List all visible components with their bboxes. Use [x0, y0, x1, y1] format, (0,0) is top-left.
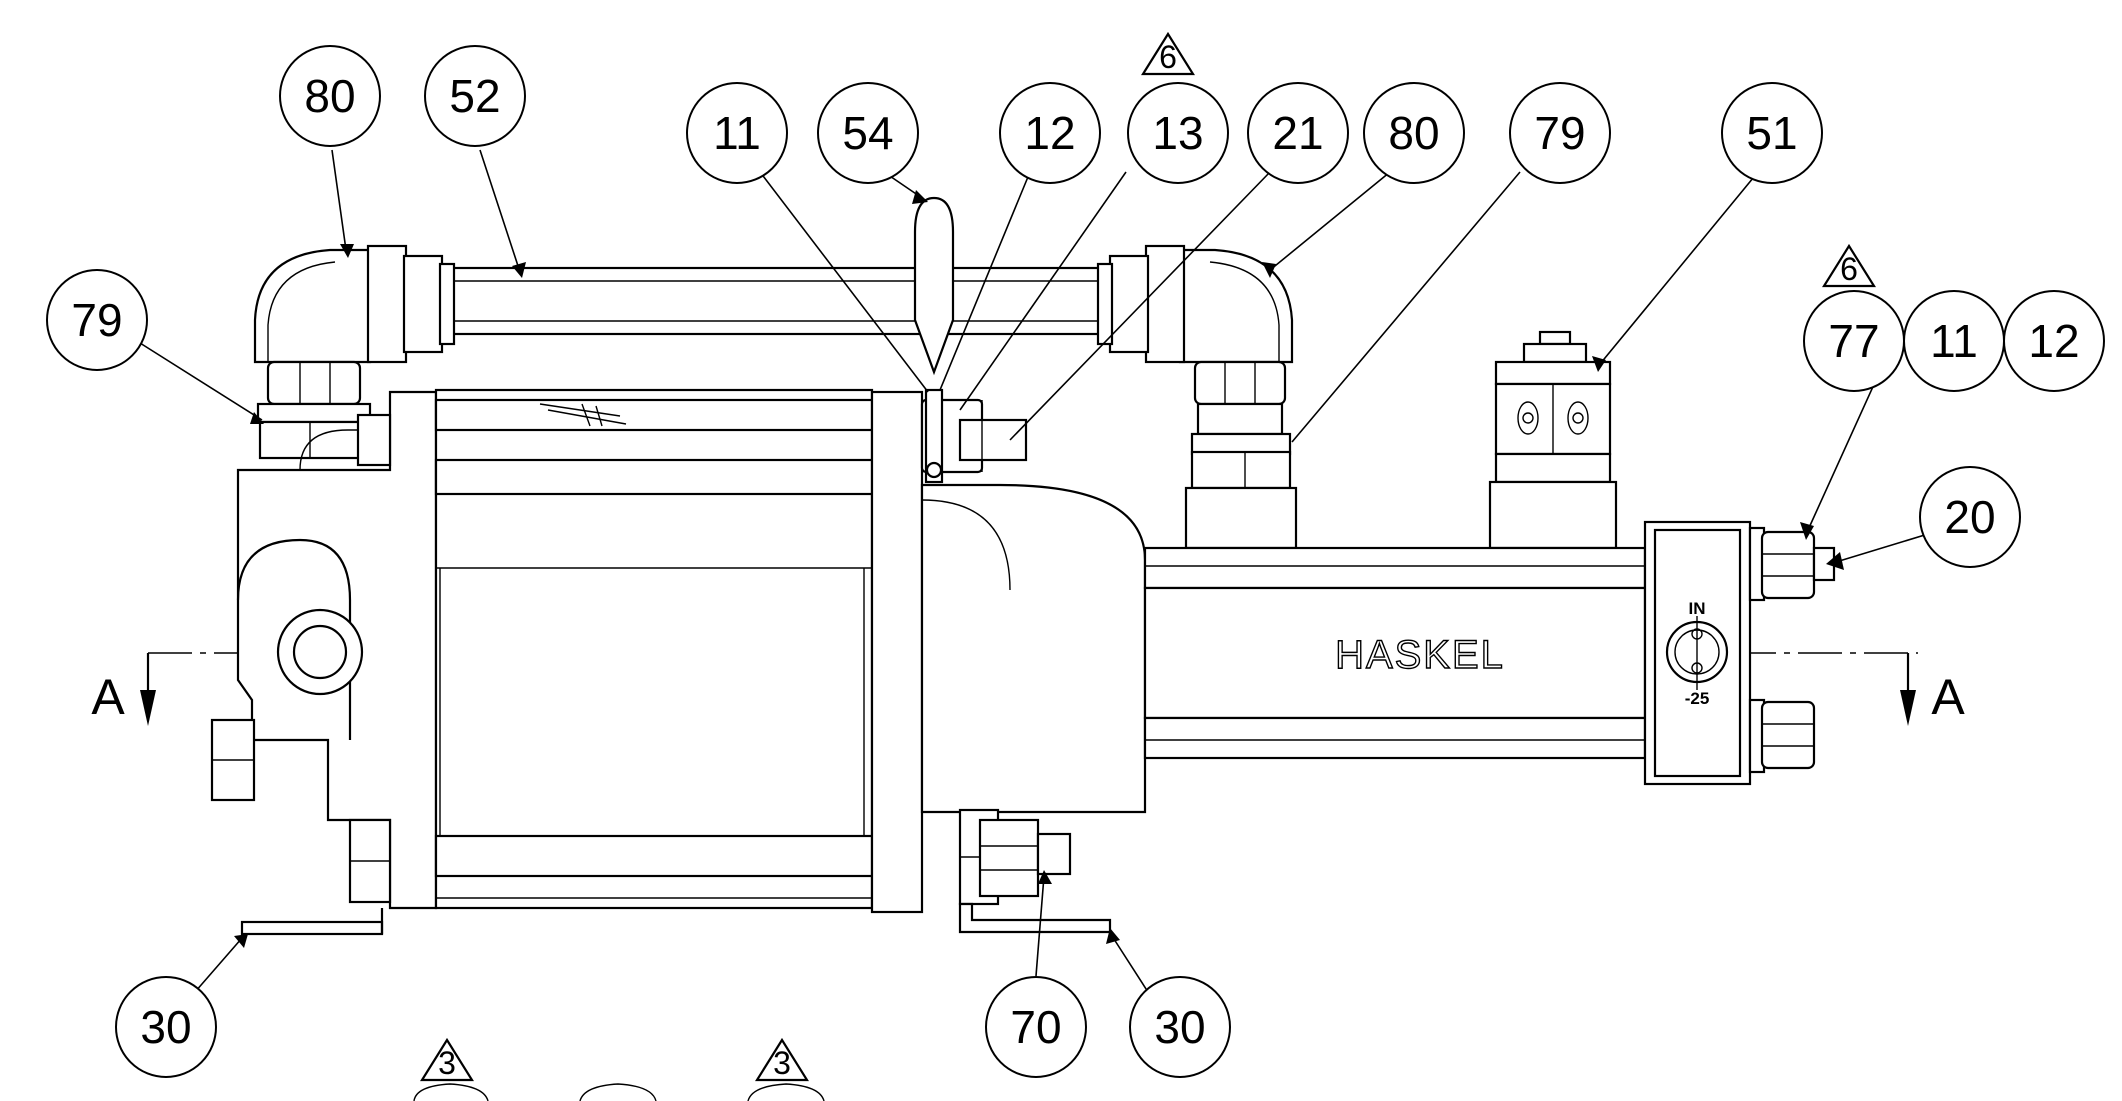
svg-text:11: 11: [713, 107, 761, 159]
callout-20: 20: [1919, 466, 2021, 568]
center-section: [870, 196, 1147, 914]
svg-text:30: 30: [1154, 1001, 1205, 1053]
callout-11-top: 11: [686, 82, 788, 184]
svg-text:12: 12: [2028, 315, 2079, 367]
svg-text:3: 3: [773, 1045, 791, 1081]
callout-54: 54: [817, 82, 919, 184]
port-label-pressure: -25: [1685, 689, 1710, 708]
svg-text:79: 79: [71, 294, 122, 346]
warning-decal: [539, 403, 627, 427]
svg-text:3: 3: [438, 1045, 456, 1081]
port-label-in: IN: [1689, 599, 1706, 618]
partial-bubbles-bottom: [413, 1083, 825, 1101]
svg-text:20: 20: [1944, 491, 1995, 543]
callout-30-right: 30: [1129, 976, 1231, 1078]
callout-13: 13: [1127, 82, 1229, 184]
section-label-left: A: [91, 669, 125, 725]
leader-lines: [139, 149, 1929, 993]
revision-flag-3-left: 3: [420, 1037, 474, 1082]
callout-79-right: 79: [1509, 82, 1611, 184]
callout-21: 21: [1247, 82, 1349, 184]
svg-text:12: 12: [1024, 107, 1075, 159]
callout-51: 51: [1721, 82, 1823, 184]
callout-70: 70: [985, 976, 1087, 1078]
svg-text:80: 80: [304, 70, 355, 122]
callout-11-right: 11: [1903, 290, 2005, 392]
revision-flag-6-top: 6: [1141, 31, 1195, 76]
svg-text:6: 6: [1840, 251, 1858, 287]
svg-text:70: 70: [1010, 1001, 1061, 1053]
air-barrel: [434, 388, 874, 910]
svg-text:80: 80: [1388, 107, 1439, 159]
svg-text:54: 54: [842, 107, 893, 159]
mounting-brackets: [240, 808, 1112, 936]
callout-12-top: 12: [999, 82, 1101, 184]
svg-text:11: 11: [1930, 315, 1978, 367]
hydraulic-section: HASKEL IN -25: [1143, 330, 1836, 786]
svg-text:6: 6: [1159, 39, 1177, 75]
left-head: [210, 390, 438, 910]
brand-label: HASKEL: [1335, 633, 1505, 677]
crossover-tube-assembly: [253, 244, 1294, 364]
svg-text:30: 30: [140, 1001, 191, 1053]
callout-77: 77: [1803, 290, 1905, 392]
left-fittings: [256, 360, 374, 460]
svg-text:79: 79: [1534, 107, 1585, 159]
revision-flag-6-right: 6: [1822, 243, 1876, 288]
svg-text:21: 21: [1272, 107, 1323, 159]
callout-80-right: 80: [1363, 82, 1465, 184]
callout-79-left: 79: [46, 269, 148, 371]
callout-12-right: 12: [2003, 290, 2105, 392]
callout-30-left: 30: [115, 976, 217, 1078]
revision-flag-3-right: 3: [755, 1037, 809, 1082]
callout-80-left: 80: [279, 45, 381, 147]
svg-text:52: 52: [449, 70, 500, 122]
svg-text:13: 13: [1152, 107, 1203, 159]
svg-text:51: 51: [1746, 107, 1797, 159]
callout-52: 52: [424, 45, 526, 147]
section-label-right: A: [1931, 669, 1965, 725]
svg-text:77: 77: [1828, 315, 1879, 367]
